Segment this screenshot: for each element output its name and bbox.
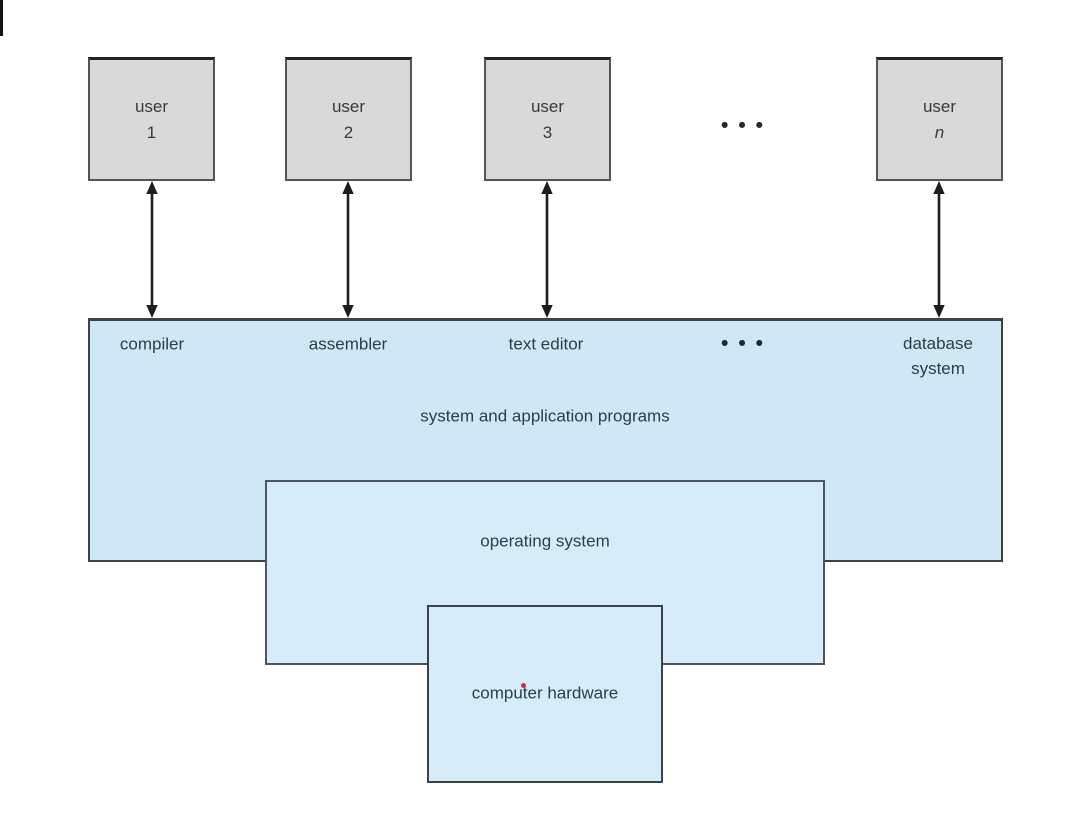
arrow-usern-programs bbox=[933, 181, 945, 318]
arrow-user1-programs bbox=[146, 181, 158, 318]
user-box-2: user 2 bbox=[285, 57, 412, 181]
user-box-1-number: 1 bbox=[146, 122, 157, 142]
user-box-n-number: n bbox=[934, 122, 945, 142]
system-application-programs-label: system and application programs bbox=[420, 406, 670, 426]
computer-hardware-label: computer hardware bbox=[471, 683, 619, 703]
compiler-label: compiler bbox=[119, 334, 185, 354]
arrow-user2-programs bbox=[342, 181, 354, 318]
user-box-3: user 3 bbox=[484, 57, 611, 181]
text-editor-label: text editor bbox=[508, 334, 584, 354]
user-box-n: user n bbox=[876, 57, 1003, 181]
database-label-line2: system bbox=[911, 359, 965, 378]
computer-hardware-box bbox=[427, 605, 663, 783]
operating-system-label: operating system bbox=[480, 531, 610, 551]
arrow-user3-programs bbox=[541, 181, 553, 318]
user-box-3-label: user bbox=[530, 96, 565, 116]
assembler-label: assembler bbox=[308, 334, 388, 354]
user-box-2-number: 2 bbox=[343, 122, 354, 142]
database-label-line1: database bbox=[903, 334, 973, 353]
user-box-3-number: 3 bbox=[542, 122, 553, 142]
user-box-n-label: user bbox=[922, 96, 957, 116]
user-box-2-label: user bbox=[331, 96, 366, 116]
red-dot-artifact bbox=[521, 683, 526, 688]
user-box-1: user 1 bbox=[88, 57, 215, 181]
programs-ellipsis: ••• bbox=[720, 332, 774, 355]
left-edge-artifact bbox=[0, 0, 3, 36]
users-ellipsis: ••• bbox=[720, 114, 774, 137]
database-system-label: database system bbox=[883, 331, 993, 381]
user-box-1-label: user bbox=[134, 96, 169, 116]
